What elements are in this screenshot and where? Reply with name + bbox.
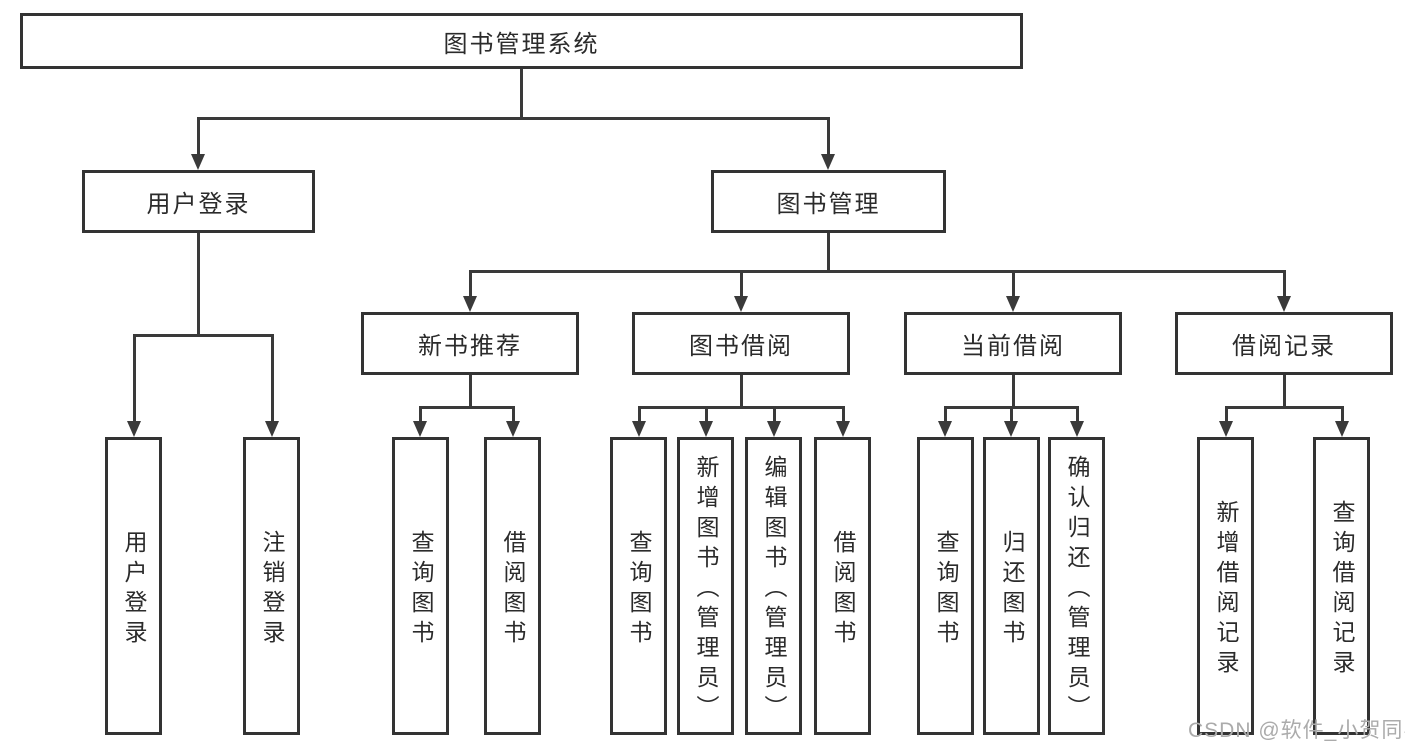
- node-label: 新书推荐: [418, 333, 522, 360]
- arrowhead-down-icon: [767, 421, 781, 437]
- node-logout-leaf: 注销登录: [243, 437, 300, 735]
- arrowhead-down-icon: [734, 296, 748, 312]
- node-label: 借阅记录: [1232, 333, 1336, 360]
- node-label: 归还图书: [999, 529, 1025, 650]
- node-label: 注销登录: [259, 529, 285, 650]
- connector-arrow-shaft: [1009, 405, 1013, 422]
- arrowhead-down-icon: [463, 296, 477, 312]
- arrowhead-down-icon: [938, 421, 952, 437]
- node-label: 确认归还（管理员）: [1064, 454, 1090, 725]
- connector-arrow-shaft: [132, 333, 136, 422]
- node-label: 借阅图书: [500, 529, 526, 650]
- node-add-books-admin: 新增图书（管理员）: [677, 437, 734, 735]
- arrowhead-down-icon: [1004, 421, 1018, 437]
- node-confirm-return-admin: 确认归还（管理员）: [1048, 437, 1105, 735]
- arrowhead-down-icon: [632, 421, 646, 437]
- node-label: 查询图书: [933, 529, 959, 650]
- connector-arrow-shaft: [739, 269, 743, 297]
- connector-arrow-shaft: [1282, 269, 1286, 297]
- node-label: 查询图书: [626, 529, 652, 650]
- node-edit-books-admin: 编辑图书（管理员）: [745, 437, 802, 735]
- connector-stem: [1011, 375, 1015, 409]
- node-borrow-books-rec: 借阅图书: [484, 437, 541, 735]
- connector-stem: [826, 233, 830, 273]
- connector-rail: [132, 333, 274, 337]
- connector-arrow-shaft: [270, 333, 274, 422]
- arrowhead-down-icon: [265, 421, 279, 437]
- node-label: 借阅图书: [830, 529, 856, 650]
- arrowhead-down-icon: [1006, 296, 1020, 312]
- connector-arrow-shaft: [826, 116, 830, 155]
- arrowhead-down-icon: [836, 421, 850, 437]
- connector-arrow-shaft: [1011, 269, 1015, 297]
- node-label: 编辑图书（管理员）: [761, 454, 787, 725]
- node-book-borrow: 图书借阅: [632, 312, 850, 375]
- node-borrow-books: 借阅图书: [814, 437, 871, 735]
- connector-stem: [196, 233, 200, 337]
- arrowhead-down-icon: [821, 154, 835, 170]
- connector-stem: [1282, 375, 1286, 409]
- node-root: 图书管理系统: [20, 13, 1023, 69]
- node-query-books-rec: 查询图书: [392, 437, 449, 735]
- node-add-borrow-record: 新增借阅记录: [1197, 437, 1254, 735]
- connector-arrow-shaft: [1075, 405, 1079, 422]
- node-label: 图书借阅: [689, 333, 793, 360]
- node-label: 用户登录: [121, 529, 147, 650]
- arrowhead-down-icon: [1335, 421, 1349, 437]
- connector-arrow-shaft: [511, 405, 515, 422]
- node-new-book-rec: 新书推荐: [361, 312, 579, 375]
- node-label: 图书管理: [776, 191, 881, 218]
- node-user-login: 用户登录: [82, 170, 315, 233]
- connector-arrow-shaft: [704, 405, 708, 422]
- node-label: 查询借阅记录: [1329, 499, 1355, 680]
- node-label: 新增图书（管理员）: [693, 454, 719, 725]
- node-query-books-borrow: 查询图书: [610, 437, 667, 735]
- arrowhead-down-icon: [1219, 421, 1233, 437]
- node-book-mgmt: 图书管理: [711, 170, 946, 233]
- connector-arrow-shaft: [841, 405, 845, 422]
- arrowhead-down-icon: [506, 421, 520, 437]
- connector-arrow-shaft: [468, 269, 472, 297]
- arrowhead-down-icon: [1070, 421, 1084, 437]
- node-label: 查询图书: [408, 529, 434, 650]
- node-query-borrow-record: 查询借阅记录: [1313, 437, 1370, 735]
- node-current-borrow: 当前借阅: [904, 312, 1122, 375]
- connector-arrow-shaft: [637, 405, 641, 422]
- arrowhead-down-icon: [127, 421, 141, 437]
- connector-rail: [468, 269, 1286, 273]
- arrowhead-down-icon: [1277, 296, 1291, 312]
- connector-arrow-shaft: [772, 405, 776, 422]
- connector-arrow-shaft: [943, 405, 947, 422]
- connector-stem: [739, 375, 743, 409]
- connector-rail: [1224, 405, 1344, 409]
- connector-stem: [468, 375, 472, 409]
- connector-arrow-shaft: [418, 405, 422, 422]
- node-label: 图书管理系统: [443, 30, 600, 58]
- connector-arrow-shaft: [1224, 405, 1228, 422]
- arrowhead-down-icon: [699, 421, 713, 437]
- node-query-books-current: 查询图书: [917, 437, 974, 735]
- arrowhead-down-icon: [413, 421, 427, 437]
- node-return-books: 归还图书: [983, 437, 1040, 735]
- arrowhead-down-icon: [191, 154, 205, 170]
- connector-rail: [637, 405, 845, 409]
- node-label: 新增借阅记录: [1213, 499, 1239, 680]
- connector-stem: [519, 69, 523, 120]
- connector-arrow-shaft: [196, 116, 200, 155]
- node-label: 用户登录: [146, 191, 251, 218]
- connector-arrow-shaft: [1340, 405, 1344, 422]
- connector-rail: [196, 116, 830, 120]
- connector-rail: [418, 405, 515, 409]
- node-borrow-records: 借阅记录: [1175, 312, 1393, 375]
- node-label: 当前借阅: [961, 333, 1065, 360]
- node-login-leaf: 用户登录: [105, 437, 162, 735]
- csdn-watermark: CSDN @软件_小贺同学: [1188, 719, 1405, 742]
